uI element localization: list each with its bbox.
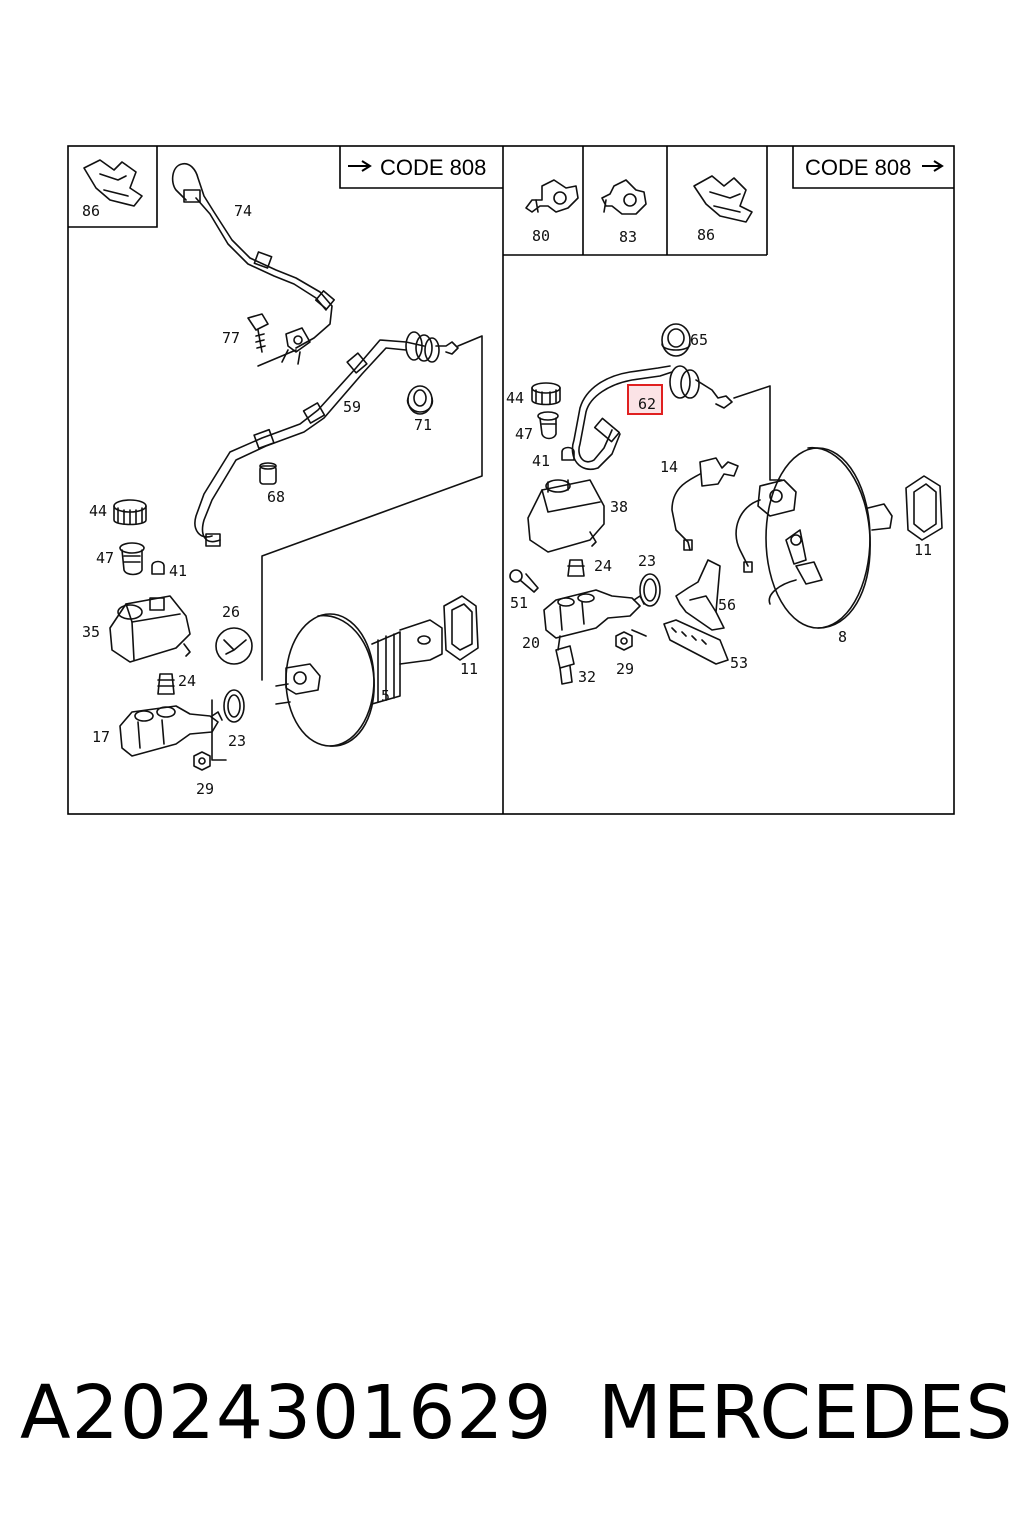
sensor-14-icon xyxy=(671,457,739,551)
callout-23-right: 23 xyxy=(638,552,656,570)
master-cylinder-20-icon xyxy=(543,589,645,651)
callout-41-left: 41 xyxy=(169,562,187,580)
nut-29-left-icon xyxy=(193,751,211,771)
cap-44-right-icon xyxy=(531,382,561,406)
callout-68: 68 xyxy=(267,488,285,506)
clip-80-icon xyxy=(525,179,579,213)
brake-line-59-icon xyxy=(194,331,483,681)
o-ring-23-right-icon xyxy=(639,573,661,607)
brand-name: MERCEDES xyxy=(598,1370,1014,1456)
code-label-left-text: CODE 808 xyxy=(380,155,486,180)
left-callouts: 86 74 77 59 71 68 44 47 41 26 35 24 17 2… xyxy=(82,202,478,798)
grommet-24-right-icon xyxy=(567,559,585,577)
brake-booster-5-icon xyxy=(275,613,443,747)
o-ring-23-left-icon xyxy=(223,689,245,723)
plug-41-right-icon xyxy=(561,446,575,461)
screw-51-icon xyxy=(509,569,539,593)
bracket-56-icon xyxy=(675,559,725,631)
clip-83-icon xyxy=(601,179,647,215)
callout-29-left: 29 xyxy=(196,780,214,798)
callout-86-left: 86 xyxy=(82,202,100,220)
caption: A2024301629 MERCEDES xyxy=(0,1370,1024,1480)
callout-51: 51 xyxy=(510,594,528,612)
callout-65: 65 xyxy=(690,331,708,349)
code-label-right-text: CODE 808 xyxy=(805,155,911,180)
clip-86-right-icon xyxy=(693,175,753,223)
vacuum-line-62-icon xyxy=(571,365,783,481)
callout-8: 8 xyxy=(838,628,847,646)
callout-38: 38 xyxy=(610,498,628,516)
callout-29-right: 29 xyxy=(616,660,634,678)
callout-5: 5 xyxy=(381,687,390,705)
callout-44-right: 44 xyxy=(506,389,524,407)
callout-11-left: 11 xyxy=(460,660,478,678)
plug-41-left-icon xyxy=(151,560,165,575)
sleeve-68-icon xyxy=(259,462,277,485)
callout-17: 17 xyxy=(92,728,110,746)
callout-41-right: 41 xyxy=(532,452,550,470)
wrench-26-icon xyxy=(215,627,253,665)
callout-47-left: 47 xyxy=(96,549,114,567)
callout-47-right: 47 xyxy=(515,425,533,443)
code-label-right: CODE 808 xyxy=(805,155,944,180)
callout-74: 74 xyxy=(234,202,252,220)
left-panel-parts xyxy=(83,159,483,771)
nut-29-right-icon xyxy=(615,629,647,651)
code-label-left: CODE 808 xyxy=(348,155,486,180)
grommet-65-icon xyxy=(661,323,691,357)
strainer-47-left-icon xyxy=(119,542,145,576)
callout-24-left: 24 xyxy=(178,672,196,690)
callout-26: 26 xyxy=(222,603,240,621)
grommet-71-icon xyxy=(406,385,434,415)
right-callouts: 80 83 86 65 44 62 47 41 14 38 23 24 51 2… xyxy=(506,226,932,686)
callout-56: 56 xyxy=(718,596,736,614)
gasket-11-right-icon xyxy=(905,475,943,541)
callout-86-right: 86 xyxy=(697,226,715,244)
brake-line-74-icon xyxy=(171,162,336,349)
callout-62: 62 xyxy=(638,395,656,413)
strainer-47-right-icon xyxy=(537,411,559,440)
switch-32-icon xyxy=(555,645,575,685)
clip-86-left-icon xyxy=(83,159,143,207)
reservoir-35-icon xyxy=(109,595,191,663)
callout-35: 35 xyxy=(82,623,100,641)
master-cylinder-17-icon xyxy=(119,699,227,761)
callout-20: 20 xyxy=(522,634,540,652)
rail-53-icon xyxy=(663,619,729,665)
part-number: A2024301629 xyxy=(20,1370,553,1456)
callout-59: 59 xyxy=(343,398,361,416)
right-panel-parts xyxy=(509,175,943,685)
callout-14: 14 xyxy=(660,458,678,476)
callout-23-left: 23 xyxy=(228,732,246,750)
brake-booster-8-icon xyxy=(735,447,893,629)
callout-24-right: 24 xyxy=(594,557,612,575)
callout-32: 32 xyxy=(578,668,596,686)
callout-80: 80 xyxy=(532,227,550,245)
callout-83: 83 xyxy=(619,228,637,246)
reservoir-38-icon xyxy=(527,479,605,553)
diagram-frames xyxy=(67,145,955,815)
callout-53: 53 xyxy=(730,654,748,672)
callout-71: 71 xyxy=(414,416,432,434)
grommet-24-left-icon xyxy=(157,673,175,695)
highlight-box-62 xyxy=(627,384,663,415)
bolt-77-icon xyxy=(247,313,311,367)
callout-11-right: 11 xyxy=(914,541,932,559)
gasket-11-left-icon xyxy=(443,595,479,661)
callout-44-left: 44 xyxy=(89,502,107,520)
cap-44-left-icon xyxy=(113,499,147,526)
callout-77: 77 xyxy=(222,329,240,347)
